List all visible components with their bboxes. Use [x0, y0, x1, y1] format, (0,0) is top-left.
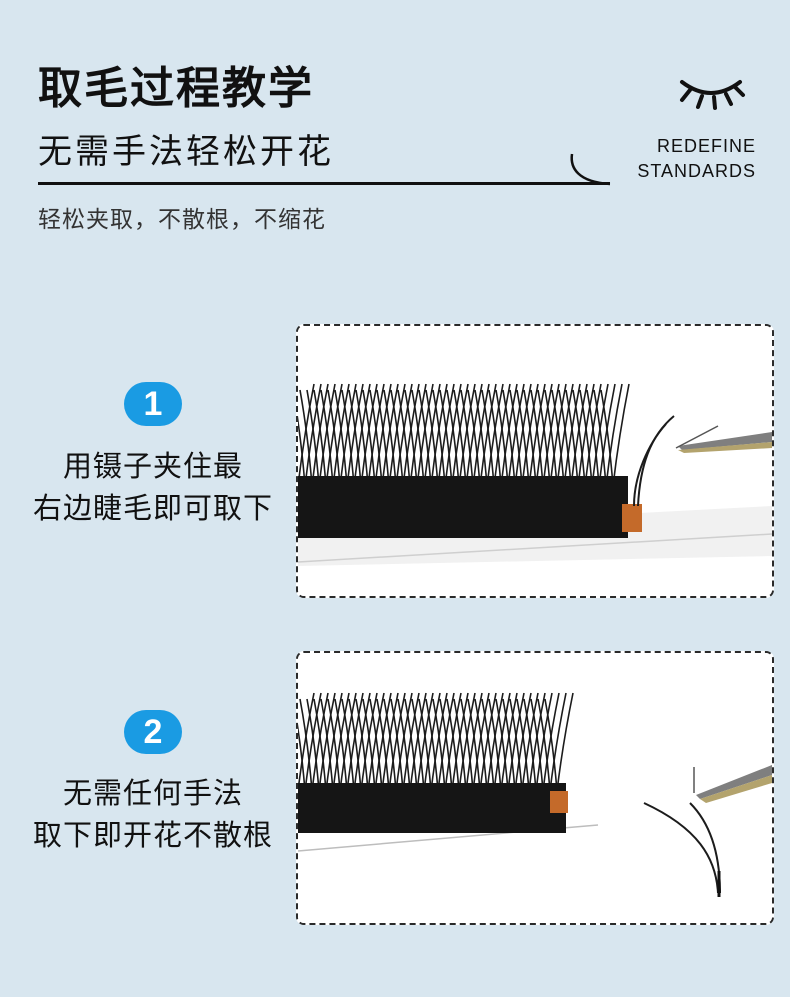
step-2-line-1: 无需任何手法 [62, 776, 243, 810]
brand-tagline: REDEFINE STANDARDS [626, 134, 756, 184]
divider-curve [570, 153, 611, 186]
brand-line-1: REDEFINE [656, 136, 756, 156]
step-2-photo [296, 651, 774, 925]
brand-line-2: STANDARDS [637, 161, 756, 181]
feature-description: 轻松夹取，不散根，不缩花 [38, 207, 326, 233]
page-subtitle: 无需手法轻松开花 [38, 132, 334, 172]
step-2-line-2: 取下即开花不散根 [32, 818, 273, 852]
step-1-text: 用镊子夹住最 右边睫毛即可取下 [10, 445, 296, 529]
lash-strip-photo-2 [298, 653, 772, 923]
lash-strip-photo-1 [298, 326, 772, 596]
step-2-badge: 2 [124, 710, 182, 754]
step-1-line-1: 用镊子夹住最 [62, 449, 243, 483]
step-1-line-2: 右边睫毛即可取下 [32, 491, 273, 525]
header-divider [38, 182, 610, 185]
step-1-photo [296, 324, 774, 598]
closed-eye-icon [680, 80, 745, 110]
page-title: 取毛过程教学 [38, 63, 314, 114]
step-1-badge: 1 [124, 382, 182, 426]
step-2-text: 无需任何手法 取下即开花不散根 [10, 772, 296, 856]
